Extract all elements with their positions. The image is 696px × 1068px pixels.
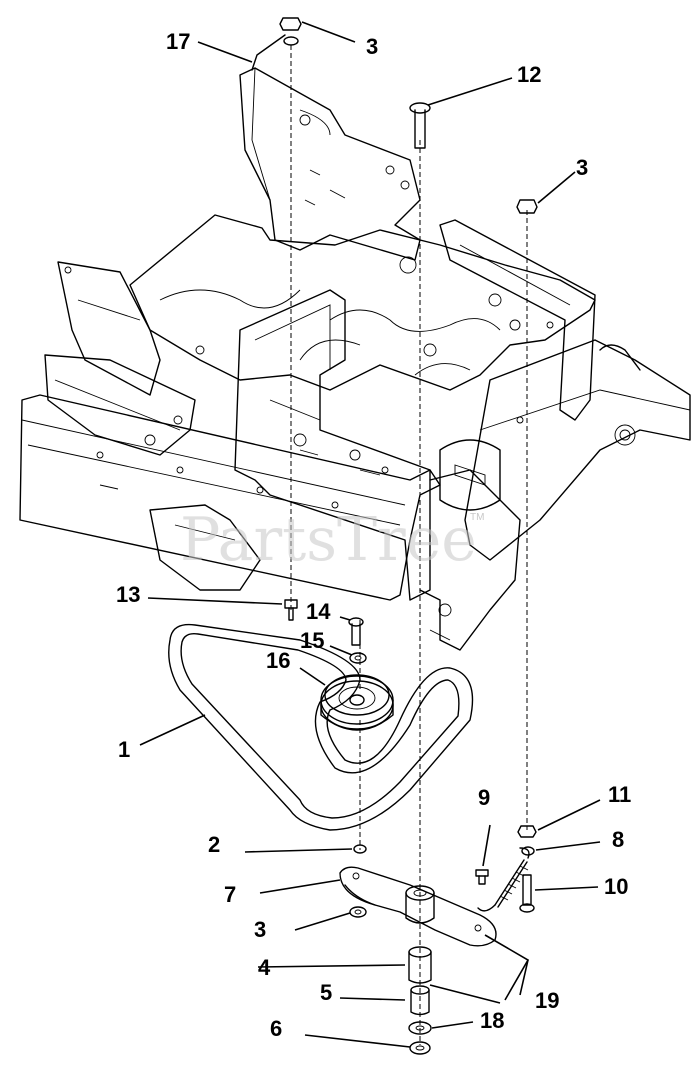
bolt-14-head <box>348 617 364 627</box>
callout-7: 7 <box>224 882 236 907</box>
callout-16: 16 <box>266 648 290 673</box>
drive-belt-1 <box>168 623 474 831</box>
callout-10: 10 <box>604 874 628 899</box>
callout-9: 9 <box>478 785 490 810</box>
ring-8 <box>521 846 535 856</box>
callout-15: 15 <box>300 628 324 653</box>
idler-arm-7 <box>339 866 497 947</box>
callout-2: 2 <box>208 832 220 857</box>
mower-frame <box>19 67 691 651</box>
bolt-9-head <box>475 869 489 877</box>
callout-18: 18 <box>480 1008 504 1033</box>
bolt-13-head <box>284 599 298 609</box>
callout-13: 13 <box>116 582 140 607</box>
callout-17: 17 <box>166 29 190 54</box>
hardware-parts <box>168 17 538 1055</box>
callout-3-top-right: 3 <box>576 155 588 180</box>
callout-3-top-left: 3 <box>366 34 378 59</box>
nut-top-left <box>279 17 302 31</box>
nut-11 <box>517 825 537 838</box>
spring-19 <box>477 847 530 912</box>
nut-2 <box>353 844 367 854</box>
bolt-9-shank <box>478 875 486 885</box>
callout-19: 19 <box>535 988 559 1013</box>
callout-12: 12 <box>517 62 541 87</box>
washer-15 <box>349 652 367 664</box>
washer-top-left <box>283 36 299 46</box>
idler-pulley-16 <box>320 674 394 731</box>
callout-14: 14 <box>306 599 331 624</box>
bushing-4 <box>408 946 432 984</box>
callout-4: 4 <box>258 955 271 980</box>
callout-5: 5 <box>320 980 332 1005</box>
watermark-text: PartsTree <box>180 505 477 575</box>
pin-12-head <box>409 102 431 114</box>
callout-11: 11 <box>608 782 631 807</box>
washer-6 <box>409 1041 431 1055</box>
callout-6: 6 <box>270 1016 282 1041</box>
bushing-18 <box>410 985 430 1016</box>
bolt-10 <box>522 874 532 906</box>
bolt-13-shank <box>288 607 294 621</box>
nut-top-right <box>516 199 538 214</box>
pin-12-shank <box>414 109 426 149</box>
rod-17 <box>251 34 286 71</box>
callout-8: 8 <box>612 827 624 852</box>
washer-18 <box>408 1021 432 1035</box>
callout-labels: 17 3 12 3 13 14 15 16 1 2 7 3 4 5 6 9 11… <box>116 29 631 1041</box>
callout-1: 1 <box>118 737 130 762</box>
watermark-tm: TM <box>470 512 484 523</box>
callout-3-lower: 3 <box>254 917 266 942</box>
leader-lines <box>139 21 601 1048</box>
bolt-14-shank <box>351 623 361 646</box>
washer-3-lower <box>349 906 367 918</box>
